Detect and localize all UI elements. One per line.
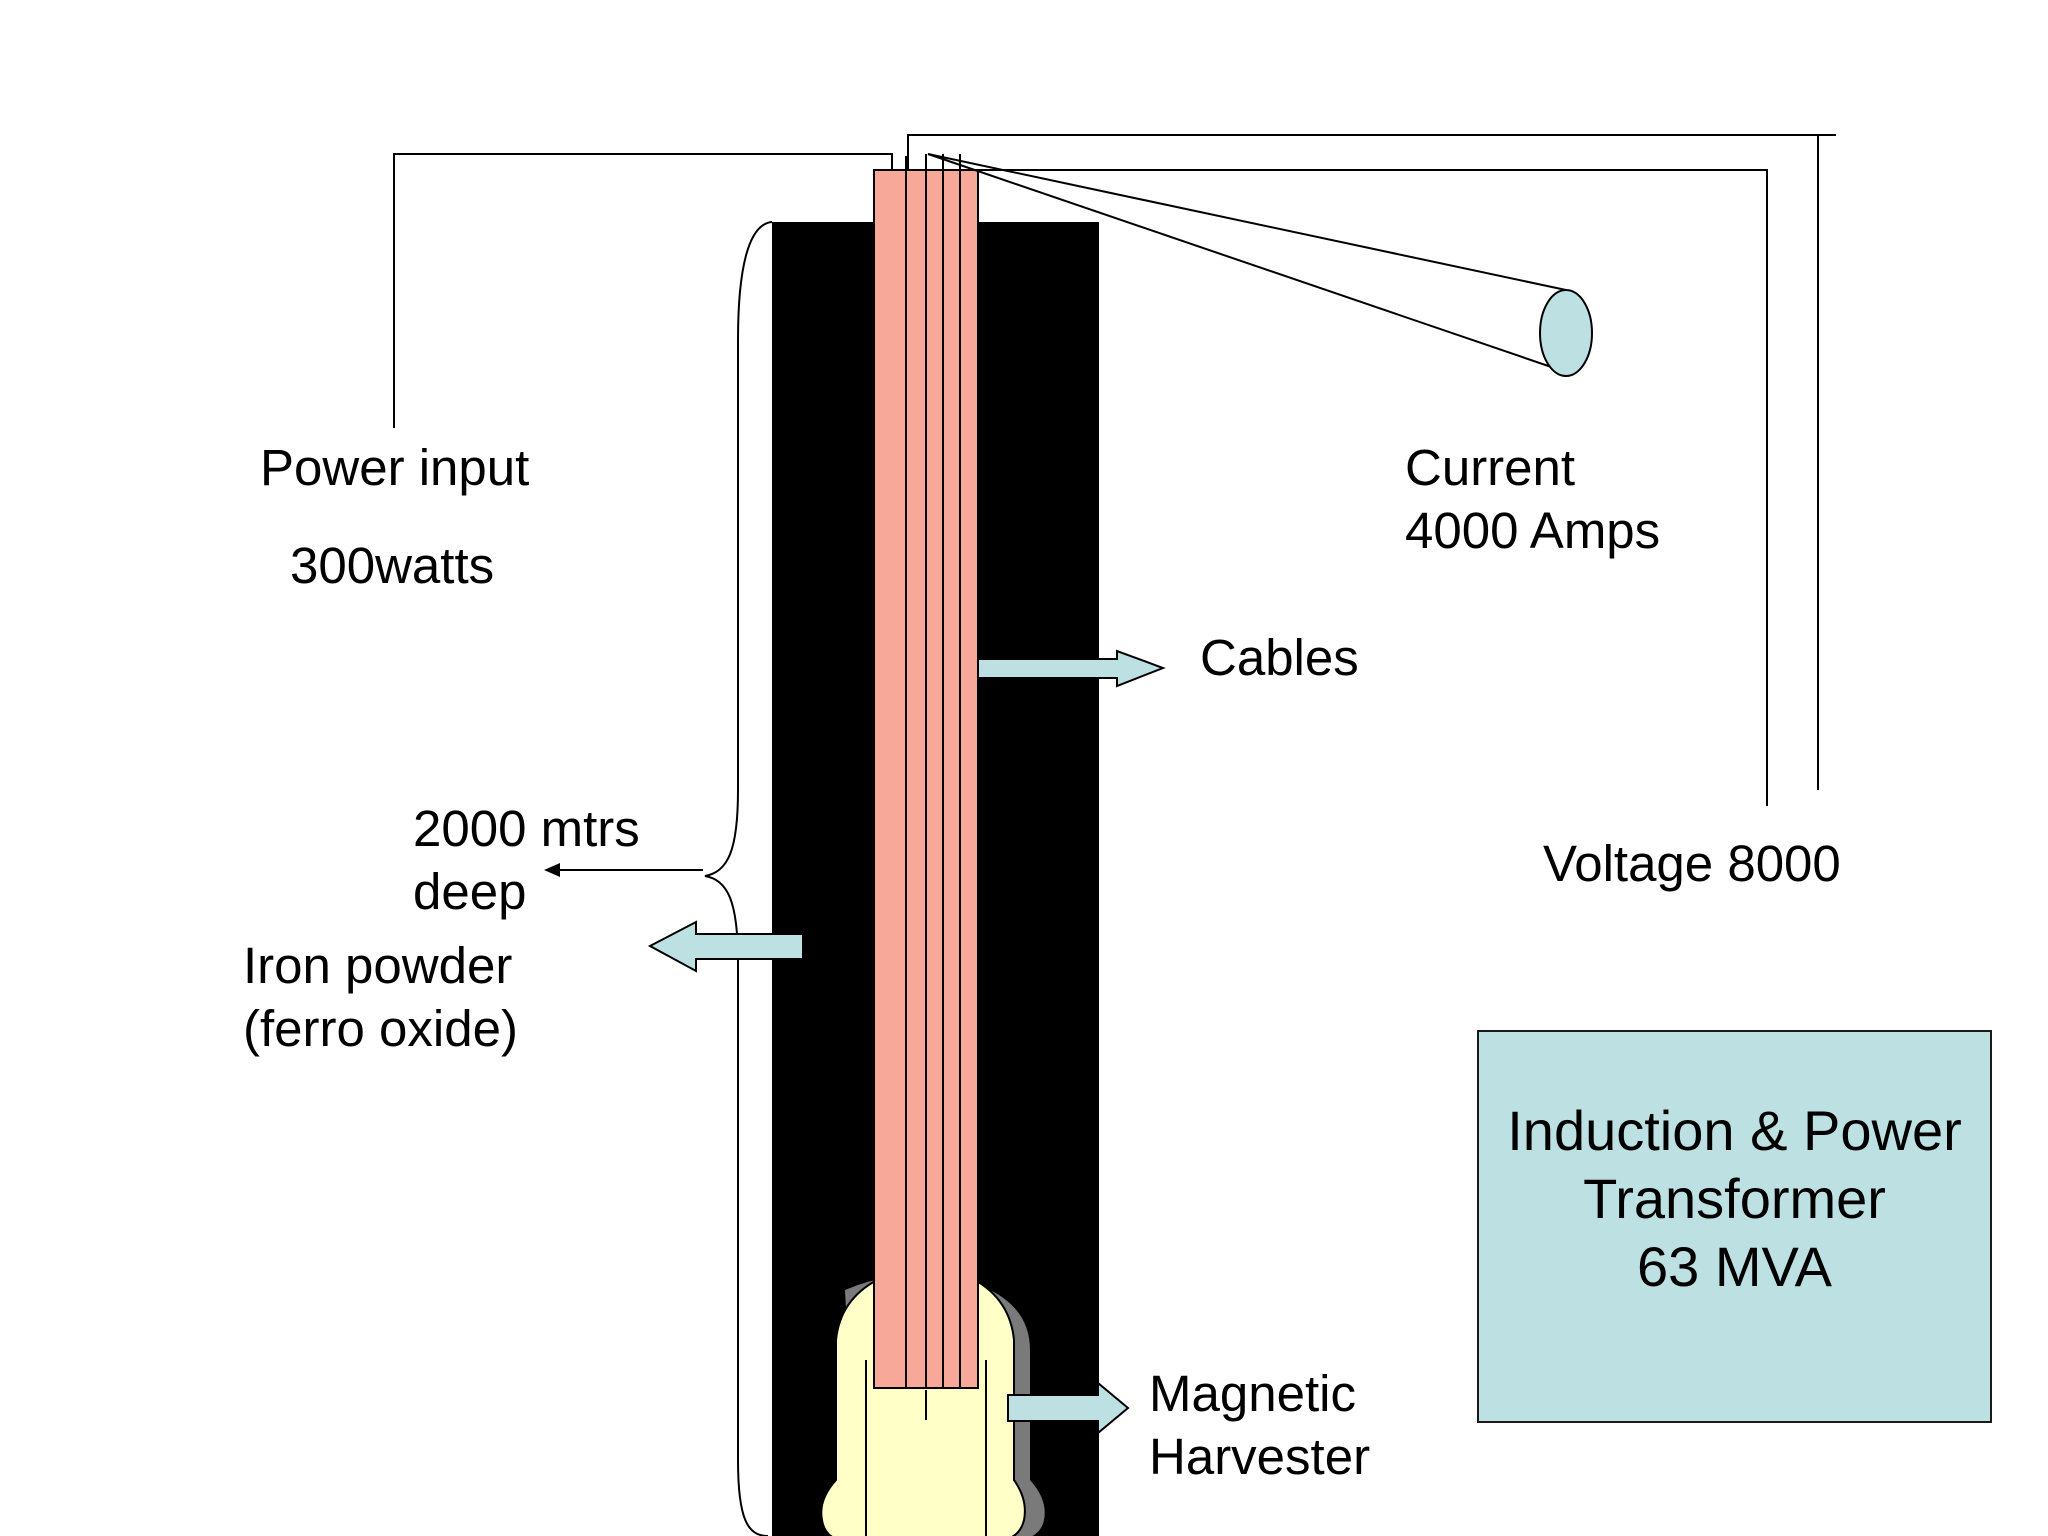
depth-label-line1: 2000 mtrs	[413, 800, 640, 857]
depth-arrow-head	[544, 863, 560, 877]
current-probe-line-lower	[927, 153, 1567, 373]
cable-strands	[905, 154, 961, 1388]
power-input-wire	[393, 153, 893, 428]
current-amps-label: 4000 Amps	[1405, 502, 1661, 559]
harvester-label-line2: Harvester	[1149, 1428, 1371, 1485]
harvester-label-line1: Magnetic	[1149, 1365, 1356, 1422]
current-label: Current	[1405, 439, 1576, 496]
current-probe	[1539, 289, 1593, 377]
depth-label-line2: deep	[413, 863, 527, 920]
cables-arrow	[977, 649, 1166, 688]
cables-label: Cables	[1200, 629, 1359, 686]
transformer-line3: 63 MVA	[1636, 1235, 1833, 1298]
transformer-label: Induction & Power Transformer 63 MVA	[1507, 1097, 1961, 1301]
iron-powder-label-line2: (ferro oxide)	[243, 1000, 518, 1057]
transformer-box: Induction & Power Transformer 63 MVA	[1477, 1030, 1992, 1423]
power-watts-label: 300watts	[290, 537, 495, 594]
depth-brace	[704, 221, 773, 1536]
iron-powder-arrow	[647, 920, 804, 973]
transformer-line2: Transformer	[1583, 1167, 1886, 1230]
voltage-wire-outer	[907, 134, 1836, 172]
harvester-arrow	[1007, 1380, 1130, 1436]
iron-powder-label-line1: Iron powder	[243, 937, 513, 994]
power-input-label: Power input	[260, 439, 530, 496]
current-probe-line-upper	[927, 153, 1567, 291]
transformer-line1: Induction & Power	[1507, 1099, 1962, 1162]
voltage-label: Voltage 8000	[1543, 835, 1841, 892]
voltage-wire-inner	[958, 169, 1768, 806]
